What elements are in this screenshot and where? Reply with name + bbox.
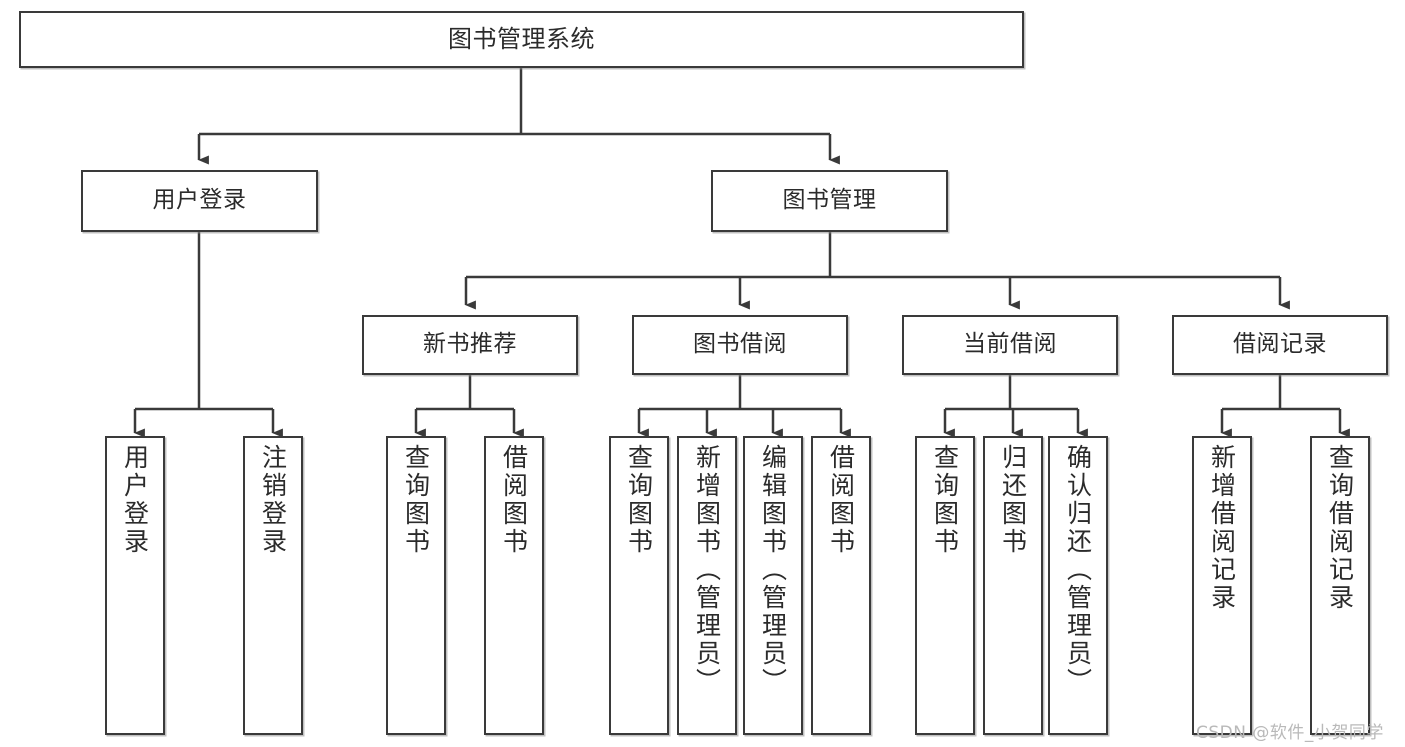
node-label: 确认归还（管理员）: [1063, 444, 1093, 696]
node-leaf-user-login[interactable]: 用户登录: [105, 436, 165, 735]
node-label: 图书管理: [782, 187, 877, 214]
node-label: 查询图书: [624, 444, 654, 556]
node-leaf-query-books-borrow[interactable]: 查询图书: [609, 436, 669, 735]
node-leaf-return-books[interactable]: 归还图书: [983, 436, 1043, 735]
node-leaf-query-books-recommend[interactable]: 查询图书: [386, 436, 446, 735]
node-leaf-query-borrow-record[interactable]: 查询借阅记录: [1310, 436, 1370, 735]
node-leaf-confirm-return-admin[interactable]: 确认归还（管理员）: [1048, 436, 1108, 735]
node-label: 查询借阅记录: [1325, 444, 1355, 612]
node-label: 用户登录: [152, 187, 247, 214]
node-leaf-add-borrow-record[interactable]: 新增借阅记录: [1192, 436, 1252, 735]
node-label: 查询图书: [930, 444, 960, 556]
node-leaf-edit-book-admin[interactable]: 编辑图书（管理员）: [743, 436, 803, 735]
node-label: 借阅记录: [1233, 331, 1327, 358]
node-label: 编辑图书（管理员）: [758, 444, 788, 696]
node-leaf-add-book-admin[interactable]: 新增图书（管理员）: [677, 436, 737, 735]
node-label: 图书借阅: [693, 331, 787, 358]
node-book-management[interactable]: 图书管理: [711, 170, 948, 232]
node-label: 新书推荐: [423, 331, 517, 358]
node-leaf-logout[interactable]: 注销登录: [243, 436, 303, 735]
node-current-borrowing[interactable]: 当前借阅: [902, 315, 1118, 375]
node-leaf-query-books-current[interactable]: 查询图书: [915, 436, 975, 735]
node-borrowing-records[interactable]: 借阅记录: [1172, 315, 1388, 375]
node-label: 借阅图书: [826, 444, 856, 556]
node-label: 查询图书: [401, 444, 431, 556]
node-label: 当前借阅: [963, 331, 1057, 358]
node-label: 注销登录: [258, 444, 288, 556]
node-label: 新增图书（管理员）: [692, 444, 722, 696]
node-label: 图书管理系统: [448, 25, 595, 54]
node-label: 归还图书: [998, 444, 1028, 556]
node-label: 借阅图书: [499, 444, 529, 556]
node-leaf-borrow-books-recommend[interactable]: 借阅图书: [484, 436, 544, 735]
node-label: 新增借阅记录: [1207, 444, 1237, 612]
node-new-book-recommendation[interactable]: 新书推荐: [362, 315, 578, 375]
node-user-login[interactable]: 用户登录: [81, 170, 318, 232]
node-book-borrowing[interactable]: 图书借阅: [632, 315, 848, 375]
csdn-watermark: CSDN @软件_小贺同学: [1196, 723, 1384, 743]
node-label: 用户登录: [120, 444, 150, 556]
node-leaf-borrow-books[interactable]: 借阅图书: [811, 436, 871, 735]
node-root-book-management-system[interactable]: 图书管理系统: [19, 11, 1024, 68]
